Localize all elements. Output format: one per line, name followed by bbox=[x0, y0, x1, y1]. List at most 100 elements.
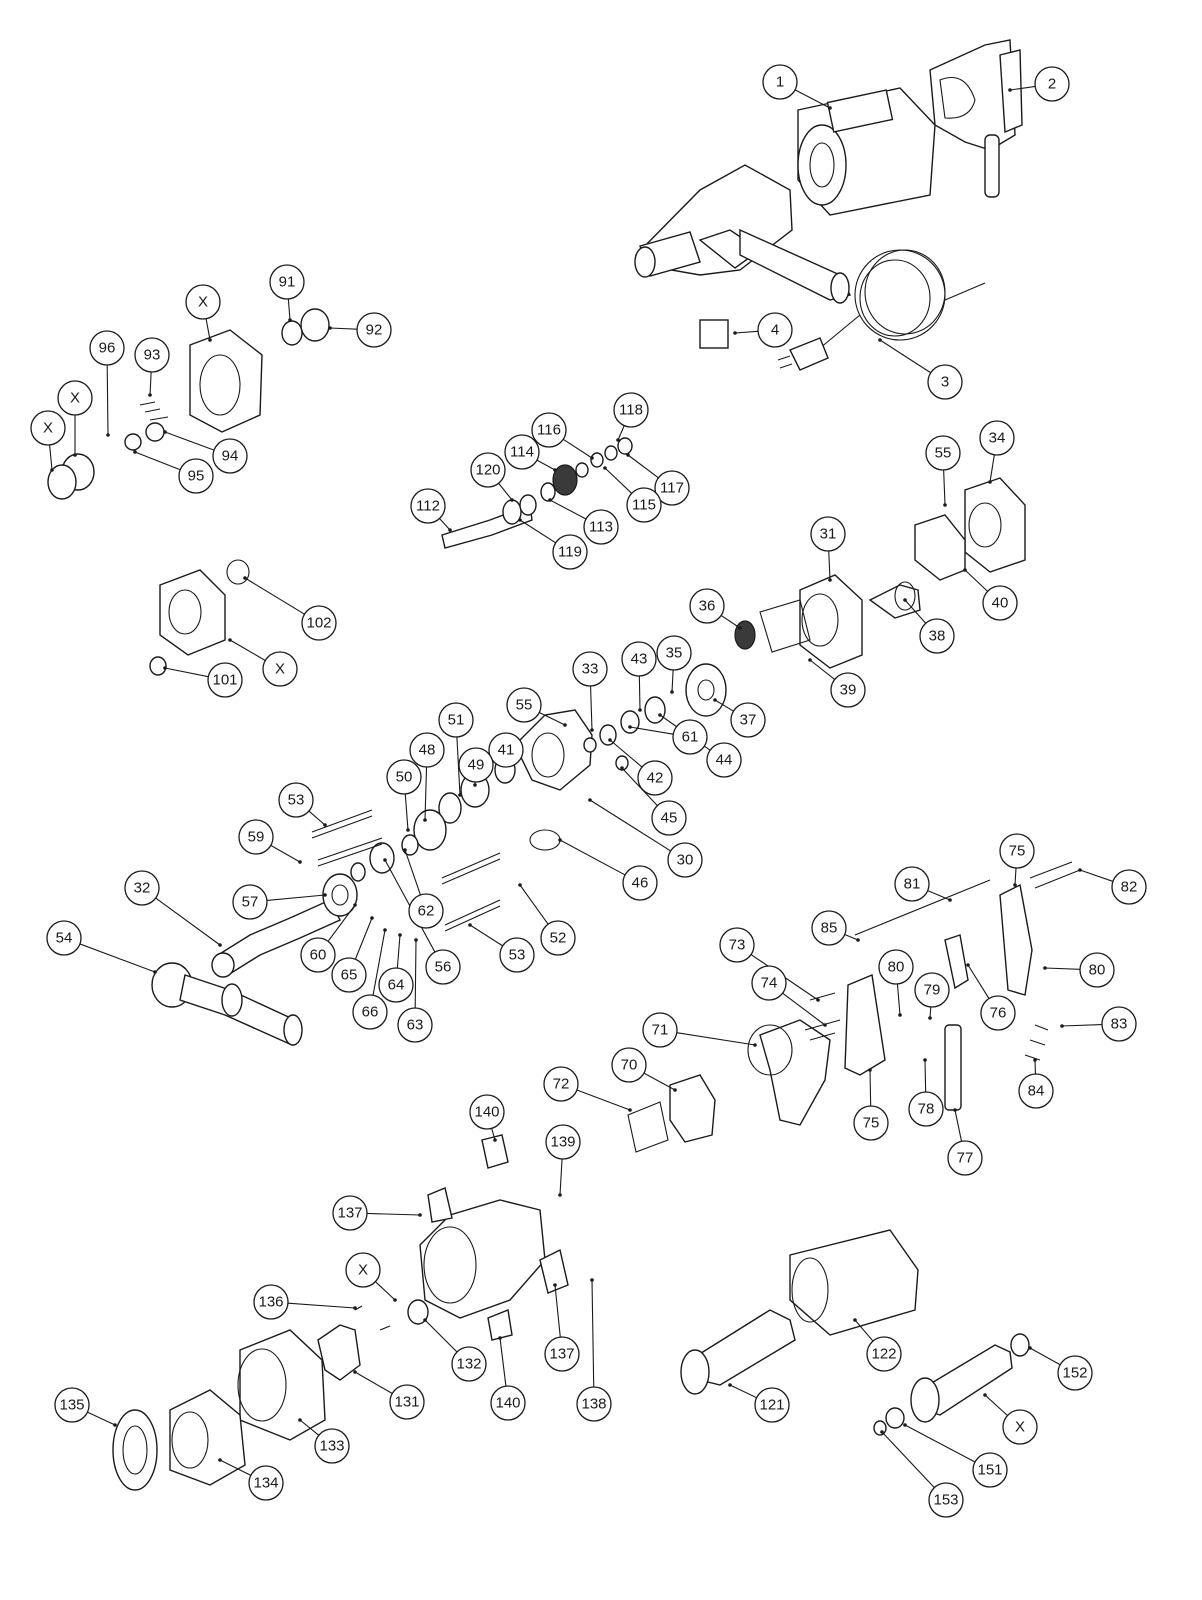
leader-line bbox=[164, 431, 215, 451]
callout-label: 33 bbox=[582, 661, 599, 678]
callout-circle bbox=[613, 392, 649, 428]
leader-tip bbox=[670, 690, 674, 694]
callout-circle bbox=[301, 605, 337, 641]
callout-circle bbox=[425, 949, 461, 985]
part-callout: 2 bbox=[1034, 66, 1070, 102]
callout-label: 57 bbox=[242, 894, 259, 911]
leader-tip bbox=[218, 943, 222, 947]
part-callout: 53 bbox=[278, 782, 314, 818]
leader-line bbox=[924, 1059, 927, 1093]
callout-circle bbox=[506, 687, 542, 723]
leader-tip bbox=[878, 338, 882, 342]
leader-line bbox=[984, 1394, 1008, 1416]
leader-tip bbox=[733, 331, 737, 335]
leader-line bbox=[627, 454, 659, 479]
part-callout: 117 bbox=[654, 470, 690, 506]
leader-tip bbox=[558, 838, 562, 842]
part-callout: 38 bbox=[919, 618, 955, 654]
leader-tip bbox=[50, 468, 54, 472]
leader-tip bbox=[673, 1088, 677, 1092]
leader-tip bbox=[153, 970, 157, 974]
leader-line bbox=[621, 767, 658, 806]
leader-tip bbox=[626, 453, 630, 457]
callout-circle bbox=[490, 1385, 526, 1421]
leader-line bbox=[879, 339, 932, 374]
leader-tip bbox=[468, 923, 472, 927]
callout-label: 117 bbox=[660, 480, 684, 497]
electronics-module-drawing bbox=[627, 1074, 716, 1153]
part-callout: 39 bbox=[830, 672, 866, 708]
part-callout: X bbox=[1002, 1409, 1038, 1445]
callout-circle bbox=[762, 64, 798, 100]
leader-line bbox=[327, 904, 356, 942]
leader-tip bbox=[518, 883, 522, 887]
callout-label: 48 bbox=[419, 742, 436, 759]
part-callout: 101 bbox=[207, 662, 243, 698]
part-callout: 4 bbox=[757, 312, 793, 348]
part-callout: 61 bbox=[672, 719, 708, 755]
callout-label: 137 bbox=[549, 1346, 574, 1363]
callout-label: 134 bbox=[253, 1475, 278, 1492]
callout-circle bbox=[979, 420, 1015, 456]
callout-label: 112 bbox=[416, 498, 440, 515]
part-callout: 152 bbox=[1057, 1355, 1093, 1391]
leader-line bbox=[967, 964, 990, 999]
callout-label: 38 bbox=[929, 628, 946, 645]
leader-line bbox=[954, 1109, 963, 1142]
callout-label: 140 bbox=[495, 1395, 520, 1412]
part-callout: 80 bbox=[878, 949, 914, 985]
callout-label: 151 bbox=[977, 1462, 1002, 1479]
callout-circle bbox=[54, 1387, 90, 1423]
part-callout: 122 bbox=[866, 1336, 902, 1372]
part-callout: 96 bbox=[89, 330, 125, 366]
part-callout: 71 bbox=[642, 1012, 678, 1048]
handle-parts-drawing bbox=[747, 861, 1081, 1126]
callout-circle bbox=[278, 782, 314, 818]
part-callout: 112 bbox=[410, 488, 446, 524]
leader-tip bbox=[73, 453, 77, 457]
leader-tip bbox=[563, 723, 567, 727]
leader-tip bbox=[903, 598, 907, 602]
leader-tip bbox=[448, 528, 452, 532]
callout-label: 95 bbox=[188, 468, 205, 485]
leader-tip bbox=[738, 626, 742, 630]
callout-circle bbox=[626, 487, 662, 523]
leader-tip bbox=[963, 568, 967, 572]
leader-tip bbox=[418, 1213, 422, 1217]
callout-label: 42 bbox=[647, 770, 664, 787]
part-callout: 41 bbox=[488, 732, 524, 768]
part-callout: 74 bbox=[751, 965, 787, 1001]
leader-tip bbox=[923, 1058, 927, 1062]
callout-label: 131 bbox=[394, 1394, 419, 1411]
leader-line bbox=[929, 1006, 932, 1019]
callout-label: 76 bbox=[990, 1005, 1007, 1022]
leader-line bbox=[734, 330, 759, 334]
callout-label: 55 bbox=[516, 697, 533, 714]
leader-tip bbox=[608, 738, 612, 742]
leader-tip bbox=[288, 318, 292, 322]
callout-label: 115 bbox=[632, 497, 656, 514]
leader-tip bbox=[816, 998, 820, 1002]
power-cable-drawing bbox=[699, 249, 986, 371]
leader-line bbox=[287, 1302, 356, 1309]
callout-label: 140 bbox=[474, 1104, 499, 1121]
leader-line bbox=[205, 318, 211, 341]
part-callout: 153 bbox=[928, 1482, 964, 1518]
leader-line bbox=[372, 929, 386, 996]
leader-line bbox=[396, 934, 401, 969]
part-callout: X bbox=[262, 651, 298, 687]
leader-line bbox=[676, 1032, 756, 1046]
leader-line bbox=[964, 569, 989, 592]
callout-label: 43 bbox=[631, 651, 648, 668]
callout-circle bbox=[248, 1465, 284, 1501]
callout-circle bbox=[1002, 1409, 1038, 1445]
part-callout: 92 bbox=[356, 312, 392, 348]
part-callout: 113 bbox=[583, 509, 619, 545]
leader-tip bbox=[828, 578, 832, 582]
part-callout: X bbox=[185, 284, 221, 320]
leader-line bbox=[591, 1279, 595, 1388]
part-callout: 62 bbox=[408, 893, 444, 929]
part-callout: 30 bbox=[667, 842, 703, 878]
part-callout: 54 bbox=[46, 920, 82, 956]
